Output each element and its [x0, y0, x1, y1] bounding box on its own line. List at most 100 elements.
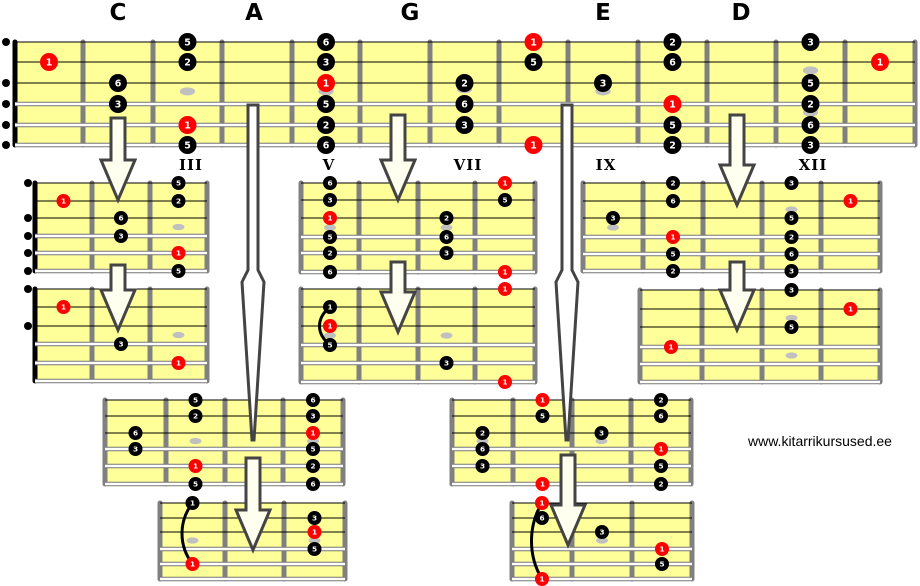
scale-note-dot: 3	[475, 459, 490, 473]
note-label: 1	[46, 57, 53, 68]
note-label: 5	[789, 323, 794, 332]
note-circle	[535, 409, 550, 423]
note-label: 2	[669, 140, 676, 151]
root-note-dot: 1	[535, 572, 549, 586]
note-circle	[109, 95, 127, 113]
note-circle	[188, 459, 203, 473]
scale-note-dot: 6	[535, 511, 549, 525]
note-circle	[317, 136, 335, 154]
note-label: 3	[118, 340, 123, 349]
note-label: 5	[327, 341, 332, 350]
scale-note-dot: 6	[666, 194, 680, 208]
scale-note-dot: 6	[317, 136, 335, 154]
scale-note-dot: 3	[114, 229, 128, 243]
scale-note-dot: 2	[323, 246, 337, 260]
note-label: 1	[327, 214, 332, 223]
note-label: 1	[848, 305, 853, 314]
scale-note-dot: 3	[128, 442, 143, 456]
shape-label-g: G	[400, 0, 420, 26]
scale-note-dot: 2	[666, 264, 680, 278]
note-label: 1	[502, 285, 507, 294]
root-note-dot: 1	[40, 53, 58, 71]
note-circle	[663, 136, 682, 154]
note-label: 1	[190, 499, 195, 508]
note-circle	[128, 426, 143, 440]
ghost-note-marker	[324, 224, 336, 231]
note-circle	[306, 426, 320, 440]
scale-note-dot: 2	[475, 426, 490, 440]
note-label: 2	[670, 179, 675, 188]
note-circle	[56, 194, 71, 208]
note-circle	[317, 95, 335, 113]
scale-note-dot: 6	[114, 211, 128, 225]
scale-note-dot: 6	[439, 230, 454, 244]
note-circle	[185, 496, 200, 510]
scale-note-dot: 2	[663, 33, 682, 51]
note-label: 1	[659, 545, 664, 554]
note-circle	[307, 542, 322, 556]
note-circle	[114, 229, 128, 243]
scale-note-dot: 6	[323, 265, 337, 279]
note-label: 1	[502, 268, 507, 277]
note-circle	[323, 211, 337, 225]
note-label: 5	[789, 214, 794, 223]
note-circle	[317, 33, 335, 51]
note-label: 5	[530, 57, 537, 68]
scale-note-dot: 6	[306, 393, 320, 407]
note-circle	[498, 375, 512, 389]
note-label: 3	[115, 99, 122, 110]
note-label: 3	[599, 429, 604, 438]
note-label: 3	[444, 249, 449, 258]
note-circle	[524, 136, 543, 154]
note-label: 1	[877, 57, 884, 68]
note-circle	[439, 356, 454, 370]
note-label: 6	[539, 514, 544, 523]
note-circle	[663, 116, 682, 134]
note-circle	[171, 356, 186, 370]
note-circle	[801, 116, 820, 134]
root-note-dot: 1	[498, 282, 512, 296]
note-circle	[606, 211, 620, 225]
note-label: 6	[461, 99, 468, 110]
scale-note-dot: 2	[439, 211, 454, 225]
note-label: 1	[530, 140, 537, 151]
note-label: 3	[133, 445, 138, 454]
note-circle	[664, 340, 678, 354]
note-label: 6	[669, 57, 676, 68]
note-label: 3	[312, 514, 317, 523]
note-label: 1	[668, 343, 673, 352]
note-label: 5	[669, 120, 676, 131]
note-label: 3	[118, 232, 123, 241]
note-circle	[178, 116, 197, 134]
long-down-arrow	[240, 103, 266, 442]
scale-note-dot: 2	[178, 53, 197, 71]
note-label: 3	[327, 196, 332, 205]
open-string-marker	[2, 38, 10, 46]
note-circle	[654, 409, 668, 423]
scale-note-dot: 5	[188, 393, 203, 407]
scale-note-dot: 3	[606, 211, 620, 225]
shape-label-d: D	[731, 0, 751, 26]
scale-note-dot: 5	[666, 247, 680, 261]
down-arrow	[717, 113, 757, 209]
note-label: 1	[327, 322, 332, 331]
note-label: 5	[658, 462, 663, 471]
note-label: 1	[193, 462, 198, 471]
open-string-marker	[24, 267, 32, 275]
scale-note-dot: 2	[317, 116, 335, 134]
root-note-dot: 1	[524, 33, 543, 51]
scale-note-dot: 5	[188, 477, 203, 491]
root-note-dot: 1	[655, 542, 669, 556]
website-link[interactable]: www.kitarrikursused.ee	[748, 433, 892, 449]
note-label: 2	[323, 120, 330, 131]
note-circle	[535, 393, 550, 407]
note-circle	[317, 74, 335, 92]
note-circle	[663, 33, 682, 51]
note-circle	[323, 176, 337, 190]
position-label-ix: IX	[595, 156, 617, 174]
scale-note-dot: 3	[323, 193, 337, 207]
